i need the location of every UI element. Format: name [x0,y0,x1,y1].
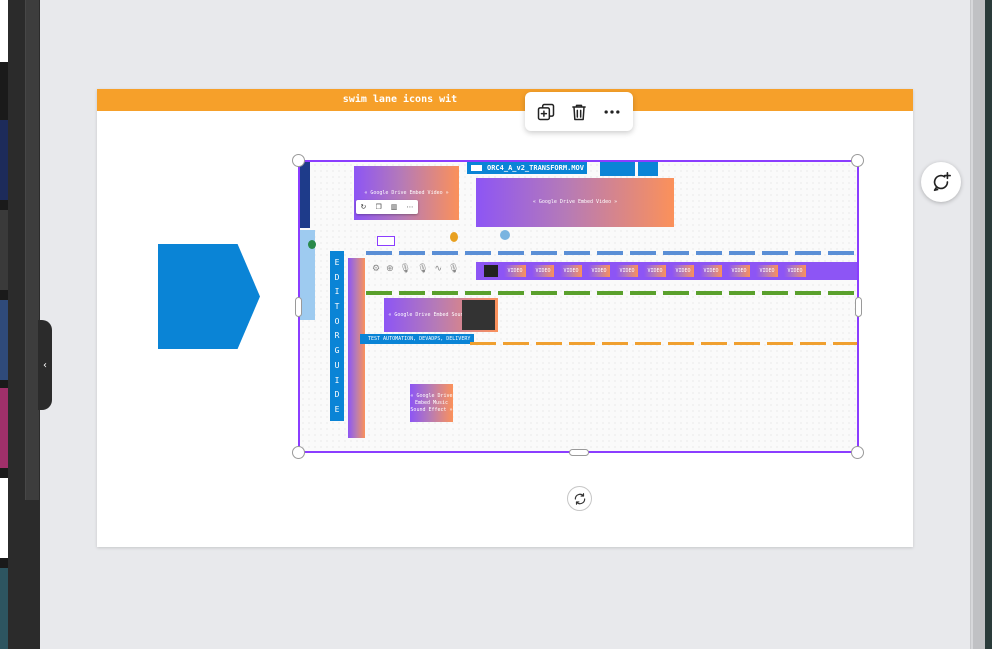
resize-handle-bottom[interactable] [569,449,589,456]
duplicate-icon [537,103,554,120]
header-thumbnail [600,162,635,176]
resize-handle-bottom-left[interactable] [292,446,305,459]
element-toolbar [525,92,633,131]
video-tile[interactable]: VIDEO [588,265,610,277]
guide-strip [348,258,365,438]
user-icon [500,230,510,240]
page-thumbnail[interactable] [0,300,8,380]
video-tile[interactable]: VIDEO [672,265,694,277]
video-tile[interactable]: VIDEO [560,265,582,277]
video-tile[interactable]: VIDEO [728,265,750,277]
collapse-panel-button[interactable]: ‹ [38,320,52,410]
icon-row: ⚙ ⊕ 🎙 🎙 ∿ 🎙 [372,262,472,276]
comment-add-icon [933,172,951,192]
resize-handle-bottom-right[interactable] [851,446,864,459]
page-thumbnail[interactable] [0,568,8,649]
chevron-left-icon: ‹ [43,359,47,371]
header-thumbnail [638,162,658,176]
mini-toolbar: ↻ ❐ ▥ ⋯ [356,200,418,214]
selection-frame[interactable] [298,160,859,453]
board-header-block [300,162,310,228]
video-tile[interactable]: VIDEO [644,265,666,277]
video-tile[interactable]: VIDEO [616,265,638,277]
swimlane-divider-orange [470,342,857,345]
settings-icon: ⚙ [372,264,381,274]
trash-icon: ▥ [390,203,398,211]
video-thumbnail [462,300,495,330]
page-thumbnail[interactable] [0,0,8,62]
waveform-icon: ∿ [434,264,443,274]
more-dots-icon: ⋯ [406,203,414,211]
video-tile[interactable]: VIDEO [756,265,778,277]
delete-button[interactable] [565,98,593,126]
embedded-board[interactable]: ORC4_A_v2_TRANSFORM.MOV « Google Drive E… [300,162,857,451]
video-tile[interactable]: VIDEO [784,265,806,277]
video-tile-row: VIDEO VIDEO VIDEO VIDEO VIDEO VIDEO VIDE… [476,262,857,280]
file-label: ORC4_A_v2_TRANSFORM.MOV [467,162,587,174]
video-file-icon [470,164,483,172]
video-tile[interactable]: VIDEO [532,265,554,277]
page-thumbnail[interactable] [0,388,8,468]
video-tile[interactable]: VIDEO [700,265,722,277]
add-comment-button[interactable] [921,162,961,202]
page-thumbnail[interactable] [0,120,8,200]
chevron-shape[interactable] [158,244,260,349]
refresh-icon: ↻ [360,203,367,211]
badge-icon [308,240,316,249]
lane-label: TEST AUTOMATION, DEVADPS, DELIVERY [360,334,474,344]
page-header-title: swim lane icons wit [97,89,913,111]
trash-icon [572,104,586,120]
scrollbar-thumb[interactable] [973,0,985,649]
microphone-icon: 🎙 [417,264,429,274]
play-icon [377,236,395,246]
page-thumbnail[interactable] [0,210,8,290]
resize-handle-right[interactable] [855,297,862,317]
duplicate-icon: ❐ [375,203,382,211]
resize-handle-left[interactable] [295,297,302,317]
plus-icon: ⊕ [386,264,394,274]
right-edge-background [985,0,992,649]
swimlane-divider-green [366,291,857,295]
lightbulb-icon [450,232,458,242]
resize-handle-top-right[interactable] [851,154,864,167]
microphone-icon: 🎙 [399,264,412,274]
page-thumbnail[interactable] [0,478,8,558]
more-dots-icon [604,109,620,114]
resize-handle-top-left[interactable] [292,154,305,167]
video-tile[interactable]: VIDEO [504,265,526,277]
duplicate-button[interactable] [532,98,560,126]
swimlane-divider-blue [366,251,857,255]
embed-music-card[interactable]: « Google Drive Embed Music Sound Effect … [410,384,453,422]
embed-video-card[interactable]: « Google Drive Embed Video » [476,178,674,227]
video-thumbnail [484,265,498,277]
more-options-button[interactable] [598,98,626,126]
microphone-icon: 🎙 [448,264,460,274]
board-side-panel [300,230,315,320]
editor-guide-label: E D I T O R G U I D E [330,251,344,421]
side-panel-scrollbar[interactable] [25,0,39,500]
rotate-icon [574,492,585,505]
rotate-button[interactable] [567,486,592,511]
